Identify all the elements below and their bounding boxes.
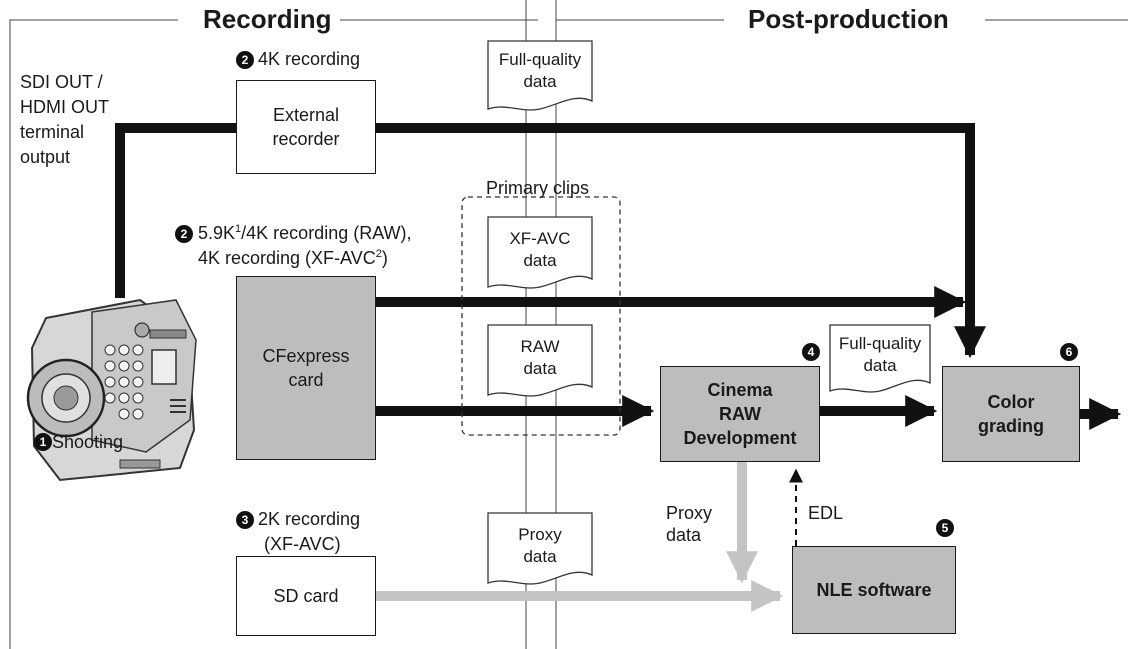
step-number-6-badge: 6: [1060, 343, 1078, 361]
step-number-5-badge: 5: [936, 519, 954, 537]
doc-raw: [487, 324, 593, 397]
step-number-2-raw-badge: 2: [175, 225, 193, 243]
camera-icon: [26, 298, 197, 482]
sdi-out-label-line1: SDI OUT /: [20, 72, 103, 92]
primary-clips-frame: [461, 196, 621, 436]
main-paths: [115, 123, 1122, 431]
doc-full-quality-post: [829, 324, 931, 393]
step-number-2-badge: 2: [236, 51, 254, 69]
nle-software-box: NLE software: [792, 546, 956, 634]
sd-card-label: SD card: [273, 586, 339, 606]
step3-label-line2: (XF-AVC): [264, 534, 341, 554]
proxy-data-doc-label: Proxy data: [518, 525, 562, 566]
proxy-data-side-label: Proxy data: [666, 503, 713, 545]
cfexpress-card-box: CFexpress card: [236, 276, 376, 460]
step2-4k-label: 4K recording: [258, 49, 361, 69]
doc-proxy: [487, 512, 593, 585]
color-grading-box: Color grading: [942, 366, 1080, 462]
step-number-3-badge: 3: [236, 511, 254, 529]
doc-xf-avc: [487, 216, 593, 289]
xf-avc-data-label: XF-AVC data: [509, 229, 571, 270]
recording-header: Recording: [203, 4, 332, 34]
external-recorder-box: External recorder: [236, 80, 376, 174]
cinema-raw-development-label: Cinema RAW Development: [683, 380, 797, 448]
step-number-4-badge: 4: [802, 343, 820, 361]
step2-raw-label-line2: 4K recording (XF-AVC2): [198, 248, 388, 268]
proxy-paths: [376, 462, 784, 613]
external-recorder-label: External recorder: [272, 105, 340, 149]
cinema-raw-development-box: Cinema RAW Development: [660, 366, 820, 462]
step1-shooting-label: Shooting: [52, 432, 124, 452]
sd-card-box: SD card: [236, 556, 376, 636]
sdi-out-label-line4: output: [20, 147, 71, 167]
doc-full-quality-top: [487, 40, 593, 111]
sdi-out-label-line2: HDMI OUT: [20, 97, 109, 117]
step-number-1-badge: 1: [34, 433, 52, 451]
step3-label-line1: 2K recording: [258, 509, 361, 529]
raw-data-label: RAW data: [520, 337, 560, 378]
full-quality-post-label: Full-quality data: [838, 334, 922, 375]
color-grading-label: Color grading: [978, 392, 1044, 436]
full-quality-top-label: Full-quality data: [498, 50, 582, 91]
post-production-header: Post-production: [748, 4, 949, 34]
primary-clips-label: Primary clips: [486, 178, 590, 198]
cfexpress-card-label: CFexpress card: [262, 346, 350, 390]
document-shapes: [487, 40, 931, 585]
nle-software-label: NLE software: [816, 580, 932, 600]
step2-raw-label-line1: 5.9K1/4K recording (RAW),: [198, 223, 412, 243]
sdi-out-label-line3: terminal: [20, 122, 85, 142]
edl-label: EDL: [808, 503, 844, 523]
